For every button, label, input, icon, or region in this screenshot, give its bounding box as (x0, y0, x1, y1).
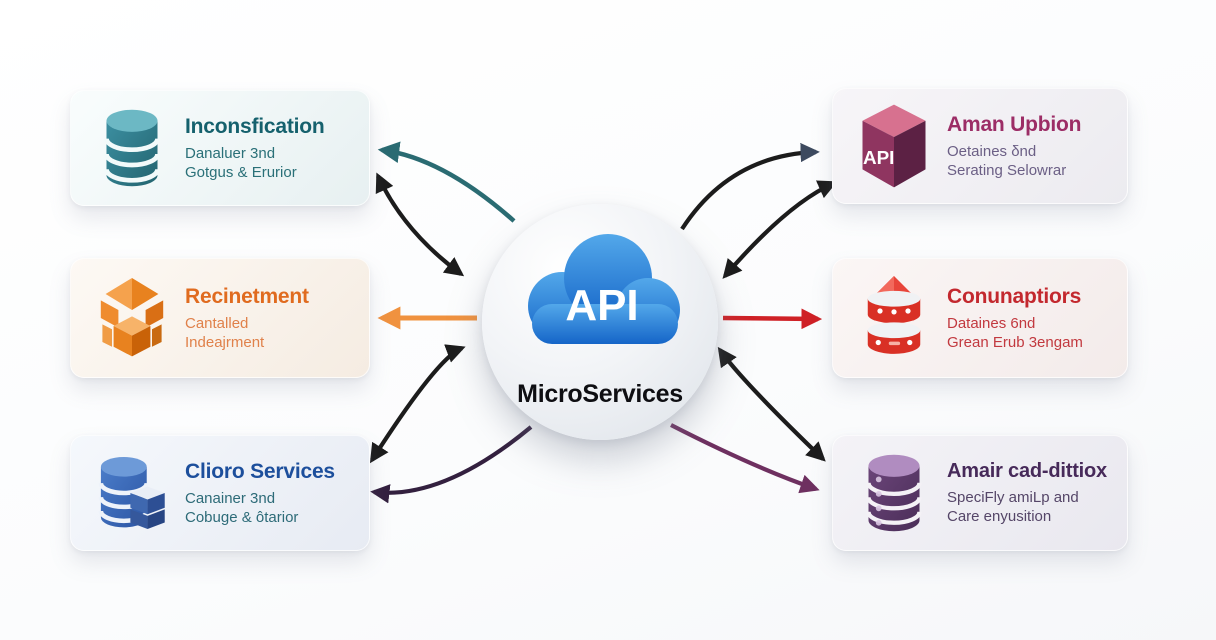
hub-title: MicroServices (517, 380, 683, 408)
arrow-bottom-right-bidirectional (717, 346, 826, 462)
card-title: Conunaptiors (947, 284, 1082, 308)
card-subtitle-line2: Care enyusition (947, 508, 1052, 525)
api-cube-icon: API (857, 100, 931, 192)
card-title: Recinetment (185, 284, 309, 308)
card-subtitle-line1: Oetaines δnd (947, 142, 1037, 160)
card-title: Aman Upbion (947, 112, 1082, 136)
database-icon (857, 447, 931, 539)
card-bottom-right: Amair cad-dittiox SpeciFly amiLp and Car… (832, 435, 1128, 551)
arrow-hub-to-middle-right-red (722, 308, 823, 330)
card-subtitle-line1: SpeciFly amiLp and (947, 489, 1079, 507)
card-title: Amair cad-dittiox (947, 460, 1107, 483)
card-middle-right: Conunaptiors Dataines 6nd Grean Erub 3en… (832, 258, 1128, 378)
card-subtitle-line2: Cobuge & ôtarior (185, 508, 299, 526)
arrow-hub-to-bottom-left-purple (370, 425, 533, 504)
arrow-top-left-bidirectional (375, 172, 465, 277)
card-subtitle-line1: Cantalled (185, 314, 249, 332)
container-cube-icon (95, 272, 169, 364)
arrow-hub-to-top-left-teal (377, 141, 516, 223)
arrow-hub-to-top-right (680, 142, 820, 231)
arrow-top-right-bidirectional (722, 180, 838, 279)
card-subtitle-line1: Dataines 6nd (947, 314, 1036, 332)
card-subtitle-line2: Gotgus & Erurior (185, 163, 297, 181)
arrow-bottom-left-bidirectional (369, 344, 466, 464)
api-cloud-icon: API (528, 234, 680, 344)
cloud-api-label: API (565, 281, 638, 330)
card-subtitle-line1: Danaluer 3nd (185, 144, 276, 162)
stacked-barrels-icon (857, 272, 931, 364)
card-title: Inconsfication (185, 114, 325, 138)
card-subtitle-line2: Serating Selowrar (947, 161, 1067, 179)
card-top-left: Inconsfication Danaluer 3nd Gotgus & Eru… (70, 90, 370, 206)
database-cube-icon (95, 447, 169, 539)
card-title: Clioro Services (185, 459, 335, 483)
arrow-hub-to-bottom-right-purple (670, 423, 820, 494)
card-subtitle-line2: Indeajrment (185, 333, 265, 351)
api-cube-label: API (863, 148, 895, 169)
card-subtitle-line2: Grean Erub 3engam (947, 333, 1083, 351)
card-subtitle-line1: Canainer 3nd (185, 489, 276, 507)
card-middle-left: Recinetment Cantalled Indeajrment (70, 258, 370, 378)
api-hub-circle: API MicroServices (482, 204, 718, 440)
card-top-right: API Aman Upbion Oetaines δnd Serating Se… (832, 88, 1128, 204)
card-bottom-left: Clioro Services Canainer 3nd Cobuge & ôt… (70, 435, 370, 551)
database-icon (95, 102, 169, 194)
